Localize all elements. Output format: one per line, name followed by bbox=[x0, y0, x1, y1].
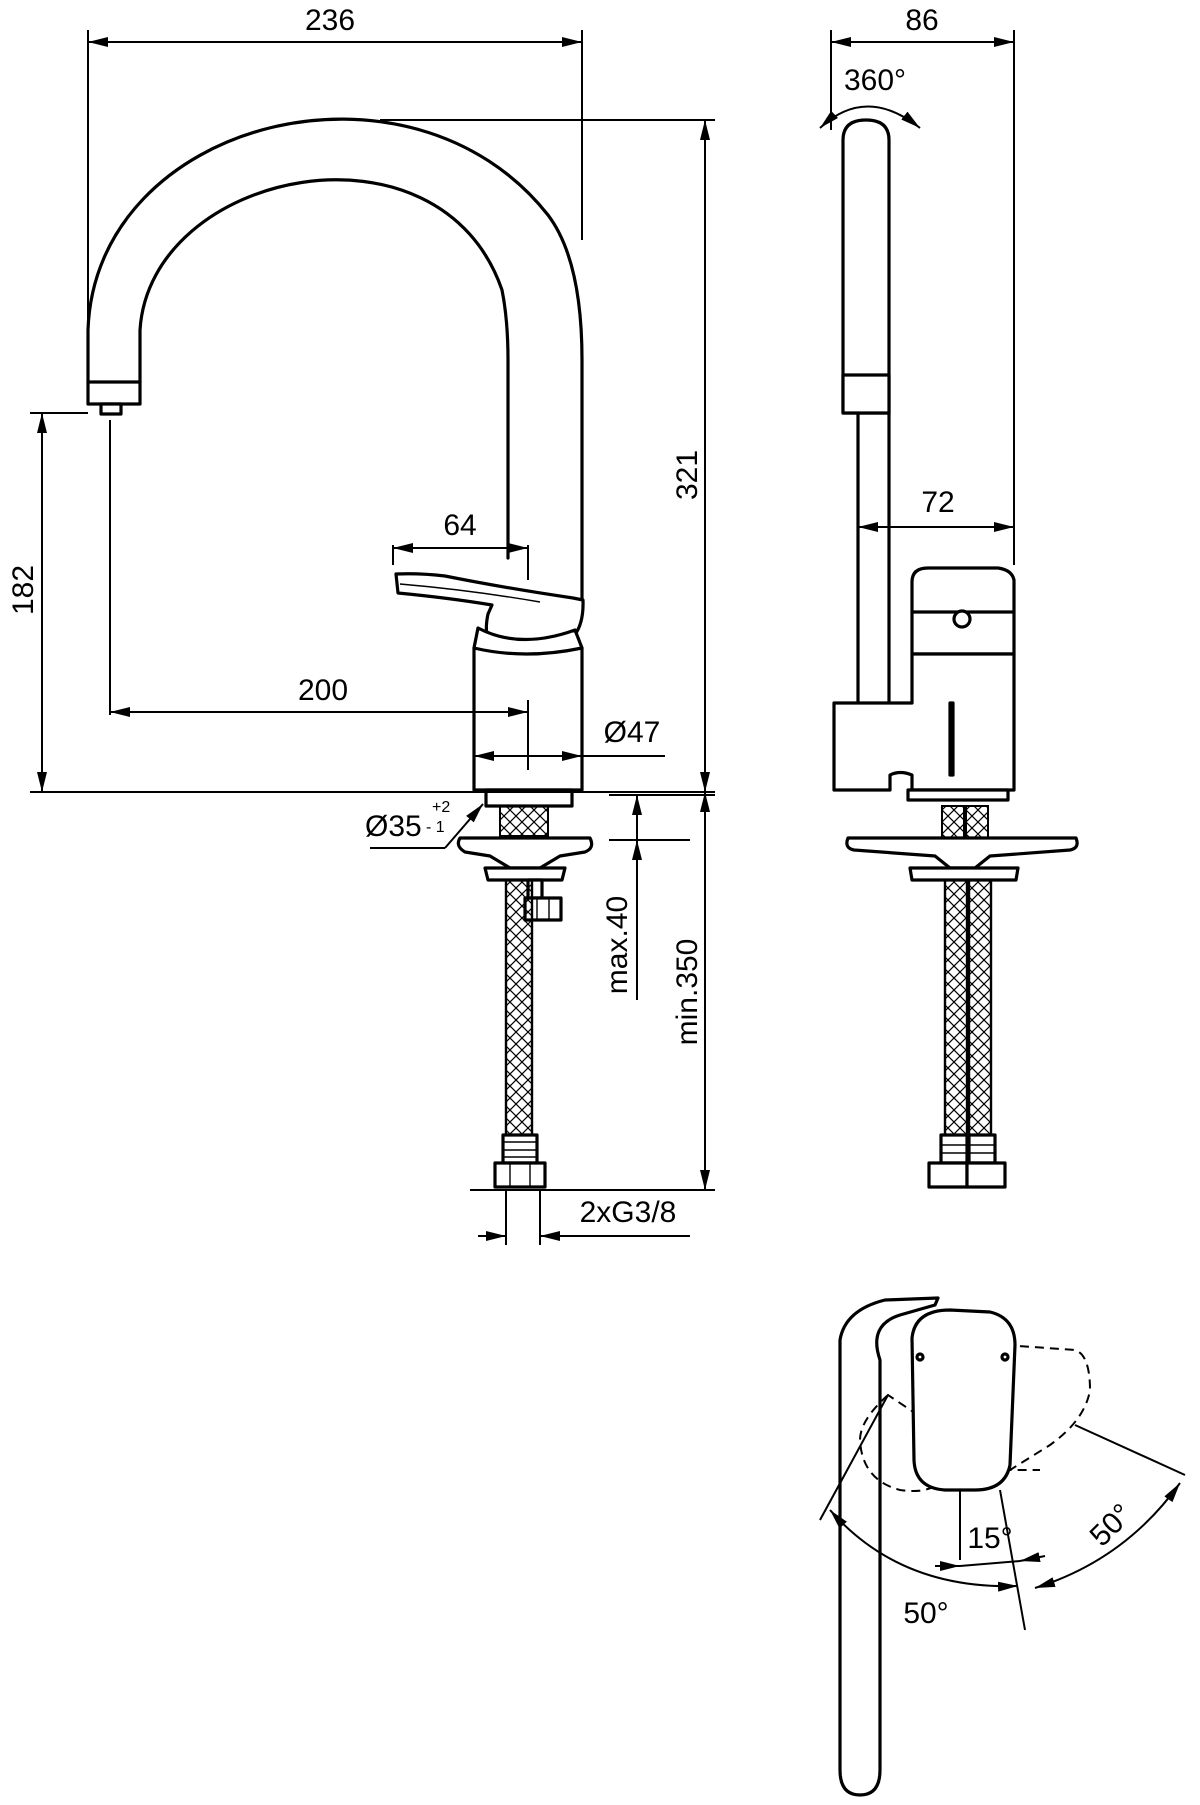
dim-side-offset: 72 bbox=[921, 486, 954, 519]
dim-spout-height: 182 bbox=[7, 565, 40, 615]
dim-max-thickness: max.40 bbox=[601, 896, 634, 994]
dim-min-length: min.350 bbox=[671, 939, 704, 1046]
side-supply-hose-left bbox=[943, 878, 969, 1137]
side-body bbox=[832, 652, 1016, 792]
front-supply-hose bbox=[504, 878, 534, 1137]
front-spout bbox=[86, 117, 584, 610]
top-view bbox=[819, 1296, 1186, 1797]
front-mounting-plate bbox=[456, 836, 594, 870]
dim-rotation: 360° bbox=[844, 64, 906, 97]
front-view bbox=[86, 117, 594, 1189]
dim-angle-left: 50° bbox=[903, 1597, 948, 1630]
dimension-lines bbox=[30, 30, 1181, 1592]
dim-lever-length: 64 bbox=[443, 509, 476, 542]
dim-body-diameter: Ø47 bbox=[604, 716, 661, 749]
side-view bbox=[832, 118, 1079, 1189]
dimension-labels: 236 86 360° 321 182 64 200 Ø47 72 Ø35 +2… bbox=[7, 4, 1139, 1630]
top-lever bbox=[910, 1308, 1017, 1492]
dim-hole-tol-plus: +2 bbox=[432, 799, 450, 816]
side-spout bbox=[841, 118, 891, 415]
dim-total-width: 236 bbox=[305, 4, 355, 37]
dim-total-height: 321 bbox=[671, 450, 704, 500]
dim-angle-center: 15° bbox=[967, 1522, 1012, 1555]
dim-hole-diameter: Ø35 bbox=[365, 810, 422, 843]
dim-angle-right: 50° bbox=[1084, 1498, 1139, 1553]
lever-position-right-dashed bbox=[1004, 1344, 1092, 1471]
side-mounting-plate bbox=[845, 836, 1079, 870]
dim-side-width: 86 bbox=[905, 4, 938, 37]
lever-position-left-dashed bbox=[858, 1393, 957, 1492]
dim-hole-tol-minus: - 1 bbox=[426, 819, 445, 836]
dim-reach: 200 bbox=[298, 674, 348, 707]
side-supply-hose-right bbox=[967, 878, 993, 1137]
dim-connection: 2xG3/8 bbox=[580, 1196, 677, 1229]
front-lever bbox=[394, 572, 585, 654]
